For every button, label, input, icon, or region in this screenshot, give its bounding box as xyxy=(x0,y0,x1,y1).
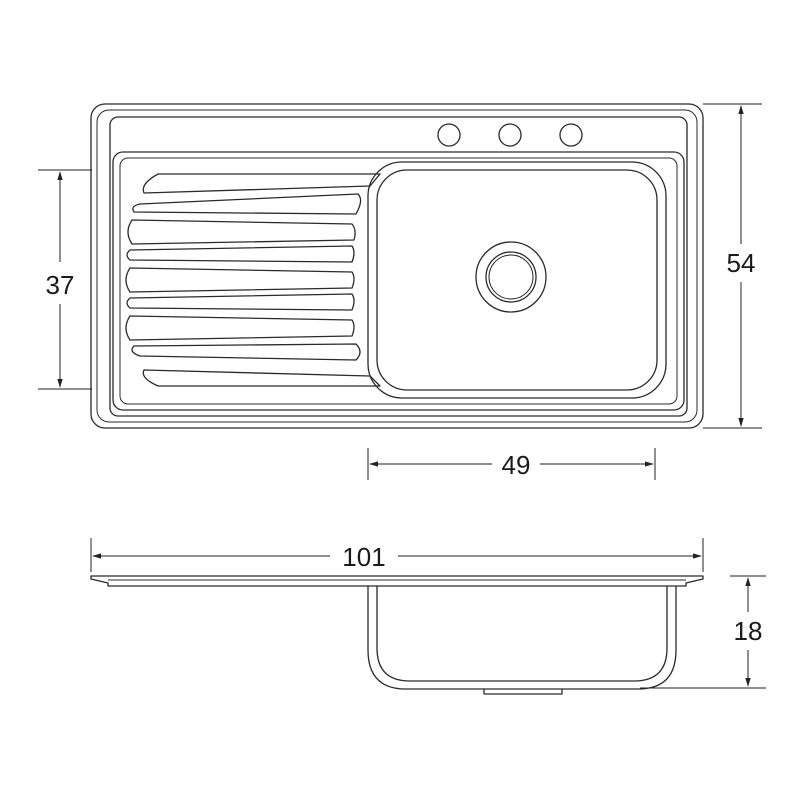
dimension-drainboard-depth: 37 xyxy=(38,169,92,390)
dimension-label-54: 54 xyxy=(727,248,756,278)
dimension-label-37: 37 xyxy=(46,270,75,300)
drain-rib xyxy=(142,369,381,387)
outer-rim xyxy=(90,103,704,429)
drainboard-ribs xyxy=(125,173,381,387)
dimension-total-width: 101 xyxy=(90,538,704,572)
faucet-hole xyxy=(498,123,522,147)
outer-rim-inner xyxy=(96,109,698,423)
drain-rib xyxy=(126,293,355,311)
drain-rib xyxy=(142,173,381,194)
side-bowl-outer xyxy=(367,585,677,690)
drain-core xyxy=(488,254,534,300)
drain-outer xyxy=(475,241,547,313)
dimension-label-101: 101 xyxy=(342,542,385,572)
dimension-bowl-width: 49 xyxy=(367,448,656,480)
faucet-hole xyxy=(437,123,461,147)
dimension-label-18: 18 xyxy=(734,616,763,646)
bowl-outline xyxy=(367,161,667,399)
bowl-inner-outline xyxy=(376,169,658,391)
tray-outline xyxy=(112,151,685,411)
top-view xyxy=(90,103,704,429)
drain-inner xyxy=(485,251,537,303)
side-rim xyxy=(90,575,704,587)
drain-rib xyxy=(125,267,355,293)
drain-rib xyxy=(126,245,355,263)
dimension-total-depth: 54 xyxy=(703,103,762,429)
drain-rib xyxy=(131,343,361,361)
dimension-label-49: 49 xyxy=(502,450,531,480)
side-drain xyxy=(483,688,563,695)
faucet-hole xyxy=(559,123,583,147)
dimension-bowl-height: 18 xyxy=(640,575,766,689)
drain-rib xyxy=(127,219,356,245)
drain-rib xyxy=(125,315,355,341)
side-bowl-inner xyxy=(376,585,668,682)
side-view xyxy=(90,575,704,695)
deck-outline xyxy=(109,116,688,417)
tray-inner-outline xyxy=(119,157,678,405)
drain-rib xyxy=(132,193,362,215)
faucet-holes xyxy=(437,123,583,147)
